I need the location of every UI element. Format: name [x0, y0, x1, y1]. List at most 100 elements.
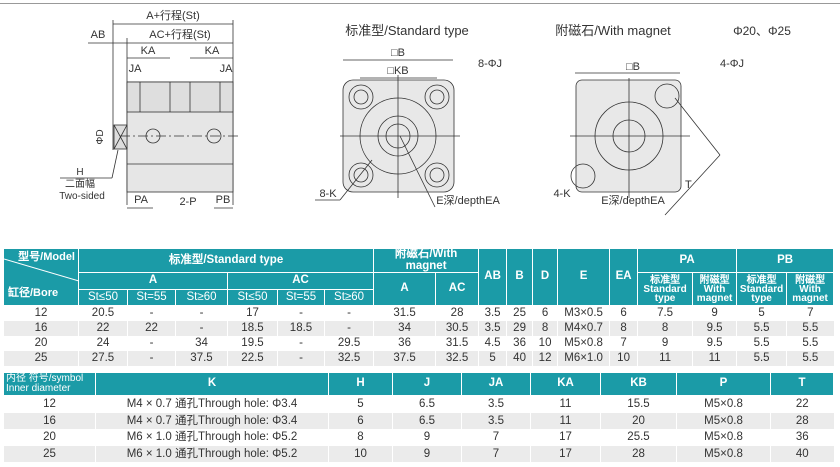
table-cell: 5.5 — [786, 351, 834, 366]
table-cell: 16 — [3, 412, 96, 429]
table-cell: 32.5 — [323, 351, 374, 366]
table-cell: - — [175, 321, 228, 336]
table-cell: 28 — [770, 412, 834, 429]
table-cell: 5 — [478, 351, 507, 366]
table-cell: 34 — [373, 321, 436, 336]
table-cell: 6 — [532, 305, 558, 321]
inner-diameter-cn: 内径 — [6, 373, 26, 384]
table-cell: 22 — [127, 321, 176, 336]
pb-header: PB — [736, 248, 835, 273]
standard-type-header: 标准型/Standard type — [77, 248, 375, 273]
table-cell: 17 — [530, 445, 601, 462]
table-cell: 12 — [3, 395, 96, 413]
table-cell: 22 — [78, 321, 128, 336]
table-cell: 10 — [532, 336, 558, 351]
label-8-k: 8-K — [319, 188, 337, 200]
label-e-depth-magnet: E深/depthEA — [601, 194, 665, 207]
stroke-range-header: St=55 — [127, 289, 176, 306]
pa-header: PA — [637, 248, 738, 273]
standard-type-title: 标准型/Standard type — [345, 23, 469, 38]
label-two-sided: Two-sided — [59, 191, 105, 202]
table-cell: 6 — [609, 305, 638, 321]
label-4-k: 4-K — [553, 188, 571, 200]
label-ka-left: KA — [141, 45, 156, 57]
label-e-depth: E深/depthEA — [436, 194, 500, 207]
table-cell: 4.5 — [478, 336, 507, 351]
table-cell: 5 — [736, 305, 787, 321]
table-cell: 27.5 — [78, 351, 128, 366]
table-cell: 7.5 — [637, 305, 693, 321]
stroke-range-header: St=55 — [277, 289, 325, 306]
table-cell: 5.5 — [736, 321, 787, 336]
label-a-stroke: A+行程(St) — [146, 9, 199, 22]
table-cell: 37.5 — [373, 351, 436, 366]
table-cell: 5.5 — [736, 336, 787, 351]
table-cell: 10 — [328, 445, 393, 462]
table-cell: - — [277, 336, 325, 351]
model-header: 型号/Model — [18, 251, 75, 263]
table-cell: 6 — [328, 412, 393, 429]
label-ac-stroke: AC+行程(St) — [149, 28, 210, 41]
label-b: □B — [391, 47, 405, 59]
table-cell: 11 — [530, 412, 601, 429]
table-cell: 29 — [506, 321, 533, 336]
table-cell: 5.5 — [786, 336, 834, 351]
table-cell: - — [323, 305, 374, 321]
table-cell: 8 — [532, 321, 558, 336]
with-magnet-header: 附磁石/With magnet — [373, 248, 480, 273]
table-cell: 12 — [3, 305, 79, 321]
column-header-t: T — [770, 372, 834, 396]
table-cell: 31.5 — [435, 336, 479, 351]
table-cell: 7 — [786, 305, 834, 321]
label-two-face-cn: 二面幅 — [65, 177, 95, 190]
table-cell: 9 — [637, 336, 693, 351]
table-cell: 9 — [692, 305, 737, 321]
d-header: D — [532, 248, 559, 306]
table-cell: 28 — [435, 305, 479, 321]
table-cell: 18.5 — [227, 321, 278, 336]
dimensions-table-standard-magnet: 型号/Model 缸径/Bore 标准型/Standard type 附磁石/W… — [3, 248, 835, 366]
table-cell: 22.5 — [227, 351, 278, 366]
magnet-a-header: A — [373, 272, 437, 306]
label-4-phi-j: 4-ΦJ — [720, 58, 744, 70]
table-cell: 3.5 — [478, 321, 507, 336]
table-cell: M4 × 0.7 通孔Through hole: Φ3.4 — [95, 395, 329, 413]
column-header-ja: JA — [461, 372, 531, 396]
table-cell: 19.5 — [227, 336, 278, 351]
table-cell: 7 — [461, 445, 531, 462]
table-cell: 6.5 — [392, 395, 462, 413]
table-cell: 40 — [506, 351, 533, 366]
table-cell: 5.5 — [736, 351, 787, 366]
table-cell: 5 — [328, 395, 393, 413]
table-cell: M5×0.8 — [676, 395, 771, 413]
table-cell: 18.5 — [277, 321, 325, 336]
column-header-kb: KB — [600, 372, 677, 396]
table-cell: - — [127, 351, 176, 366]
label-pb: PB — [216, 194, 231, 206]
table-cell: 5.5 — [786, 321, 834, 336]
table-cell: M6×1.0 — [557, 351, 610, 366]
table-cell: 28 — [600, 445, 677, 462]
table-cell: 8 — [637, 321, 693, 336]
table-cell: 22 — [770, 395, 834, 413]
table-cell: 12 — [532, 351, 558, 366]
stroke-range-header: St≥60 — [323, 289, 375, 306]
table-cell: 9.5 — [692, 321, 737, 336]
label-phi-d: ΦD — [95, 129, 106, 144]
label-ja-left: JA — [129, 63, 143, 75]
table-cell: M5×0.8 — [676, 429, 771, 446]
ea-header: EA — [609, 248, 639, 306]
table-cell: 3.5 — [478, 305, 507, 321]
stroke-range-header: St≤50 — [227, 289, 278, 306]
table-cell: 9.5 — [692, 336, 737, 351]
table-cell: - — [323, 321, 374, 336]
